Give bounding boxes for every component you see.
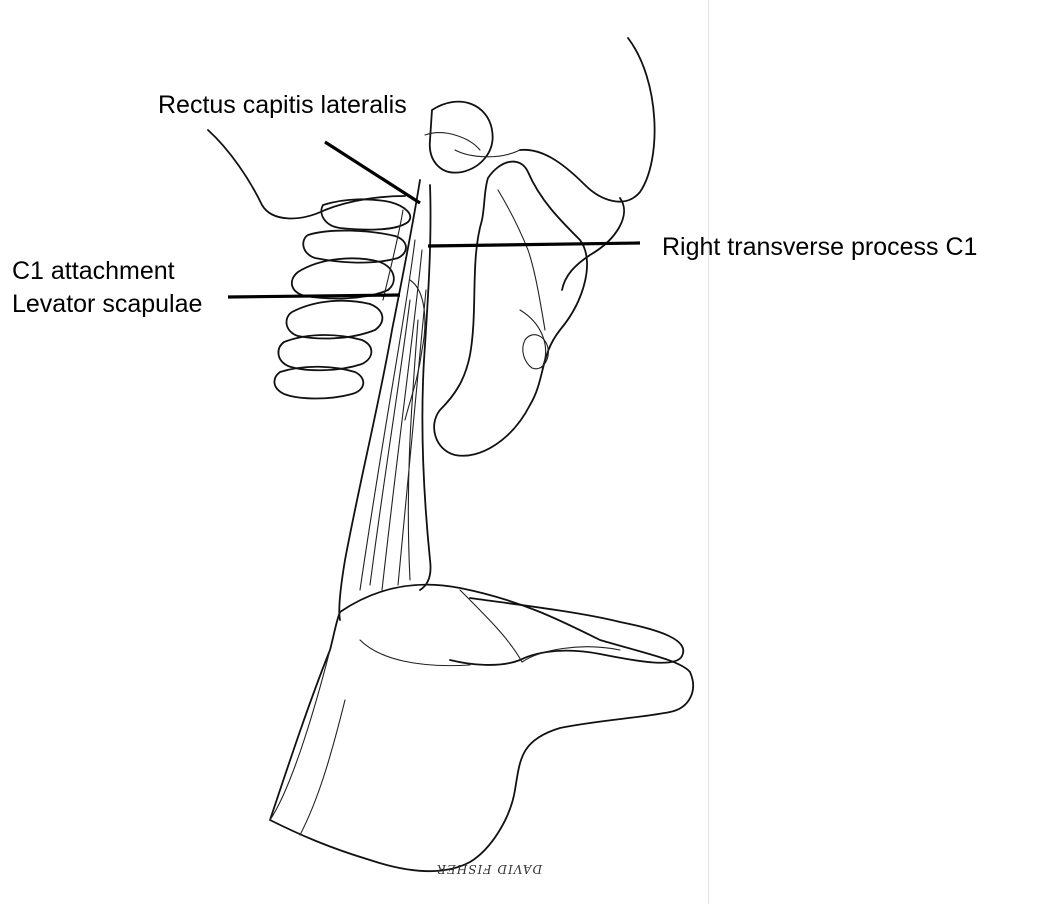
label-rectus-capitis-lateralis: Rectus capitis lateralis [158, 90, 407, 120]
leader-levator-scapulae [228, 295, 400, 297]
vertebra-c1 [321, 199, 410, 229]
label-right-transverse-process: Right transverse process C1 [662, 232, 977, 262]
vertebra-c6 [274, 367, 363, 399]
scapula-outline [270, 585, 693, 872]
mandible-outline [434, 162, 587, 456]
vertebra-c4 [286, 301, 382, 339]
label-levator-scapulae: Levator scapulae [12, 289, 202, 319]
muscle-fibers [360, 210, 426, 590]
leader-transverse-process [428, 243, 640, 246]
label-c1-attachment: C1 attachment [12, 256, 175, 286]
vertebra-c5 [278, 335, 371, 370]
skull-outline [520, 38, 655, 290]
mandible-ramus [498, 190, 546, 368]
teeth-outline [523, 335, 549, 369]
artist-signature: DAVID FISHER [436, 862, 542, 876]
levator-scapulae-muscle [339, 180, 430, 620]
leader-rectus-capitis-lateralis [325, 142, 420, 203]
scapula-border [270, 650, 345, 835]
occipital-inner [425, 133, 520, 157]
clavicle-outline [450, 598, 683, 665]
vertebra-c3 [292, 258, 394, 298]
